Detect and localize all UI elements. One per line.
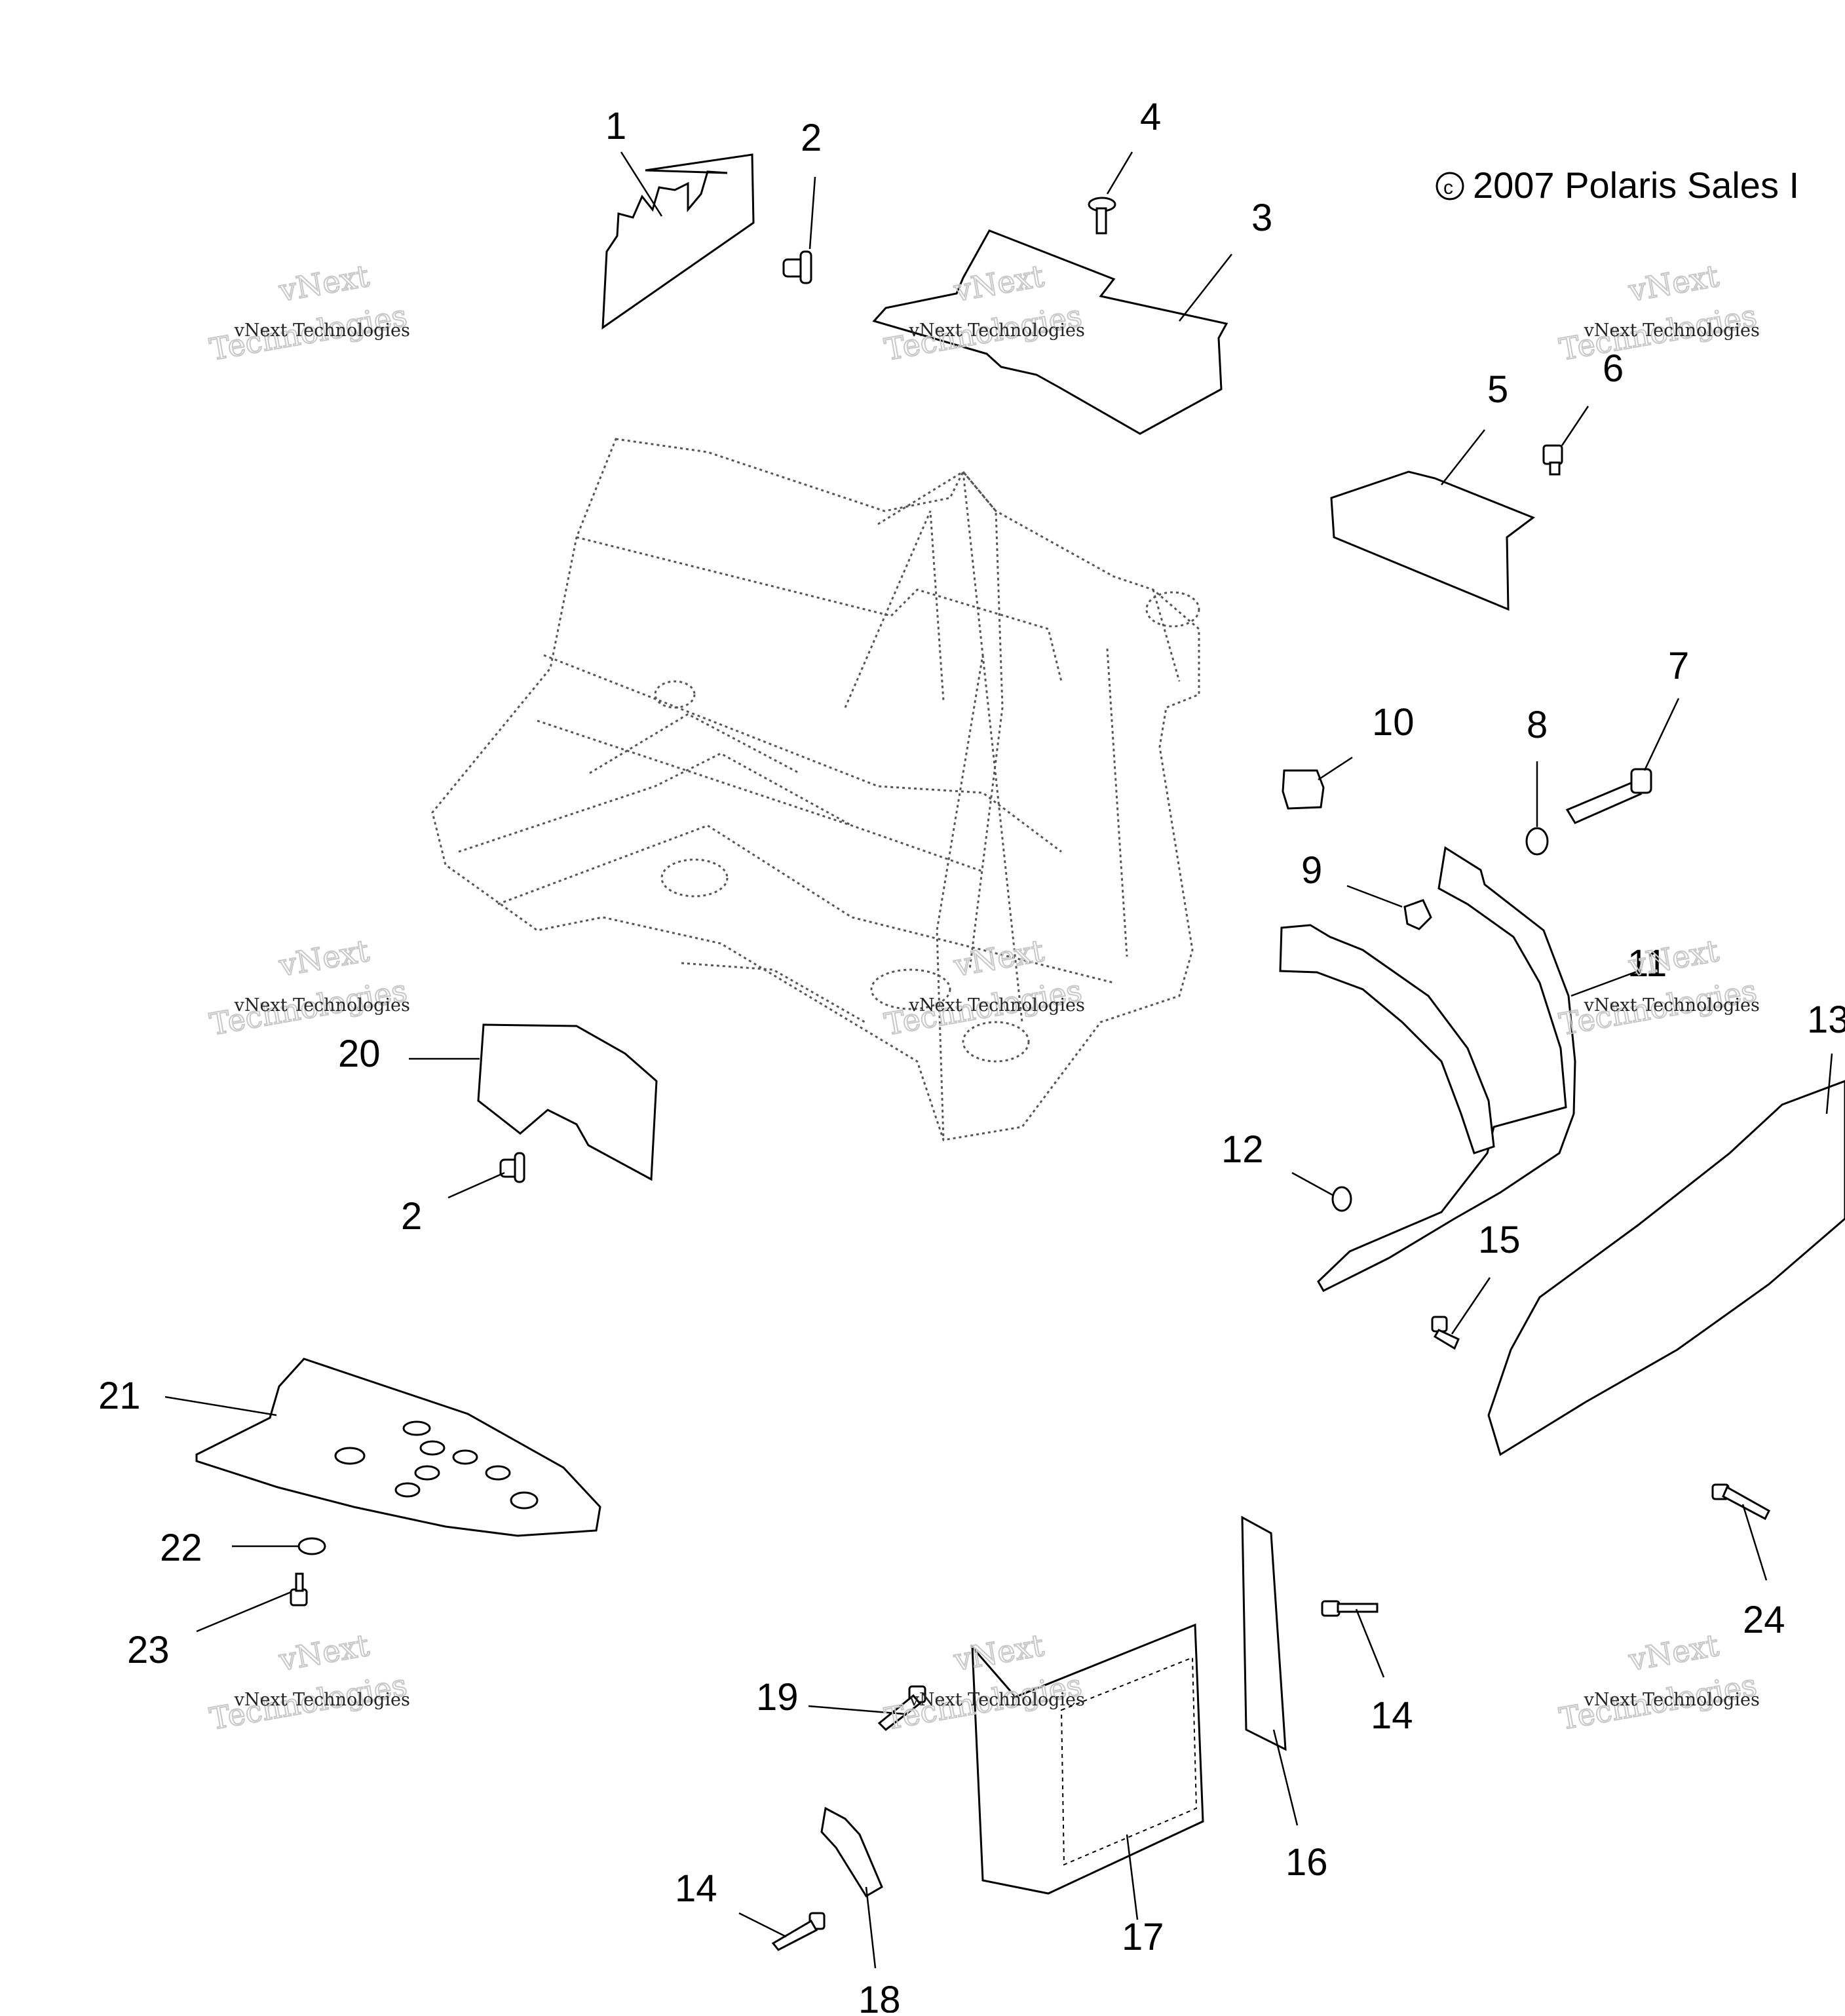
- part-13-skid-guard: [1487, 1080, 1845, 1456]
- copyright-text: 2007 Polaris Sales I: [1473, 164, 1799, 206]
- callout-14: 14: [1371, 1694, 1413, 1737]
- part-22-washer: [297, 1537, 326, 1555]
- svg-text:vNext: vNext: [276, 1627, 372, 1678]
- part-11-bumper-arm: [1317, 846, 1576, 1292]
- svg-text:vNext Technologies: vNext Technologies: [234, 320, 410, 341]
- part-23-bolt: [290, 1572, 308, 1607]
- callout-13: 13: [1807, 998, 1845, 1041]
- callout-17: 17: [1122, 1916, 1164, 1958]
- part-1-heat-shield: [601, 153, 755, 330]
- part-20-shield: [477, 1023, 658, 1181]
- watermark: vNext Technologies vNext Technologies: [206, 257, 410, 368]
- svg-text:vNext: vNext: [276, 258, 372, 309]
- svg-text:vNext: vNext: [1626, 933, 1722, 983]
- part-5-bracket: [1330, 470, 1536, 611]
- callout-16: 16: [1285, 1841, 1328, 1884]
- callout-5: 5: [1487, 368, 1508, 411]
- watermark: vNext Technologies vNext Technologies: [206, 932, 410, 1043]
- part-14-fastener-lower: [771, 1912, 826, 1951]
- svg-text:vNext Technologies: vNext Technologies: [234, 1690, 410, 1710]
- part-10-block: [1282, 769, 1325, 810]
- svg-text:vNext: vNext: [1626, 258, 1722, 309]
- part-12-washer: [1331, 1186, 1352, 1212]
- svg-text:vNext Technologies: vNext Technologies: [234, 995, 410, 1016]
- part-19-fastener: [877, 1685, 926, 1731]
- part-9-nut: [1403, 899, 1432, 930]
- callout-19: 19: [756, 1676, 799, 1719]
- part-21-skid-plate: [195, 1358, 601, 1537]
- part-15-bolt: [1431, 1316, 1460, 1350]
- callout-7: 7: [1668, 645, 1689, 687]
- vehicle-frame: [431, 438, 1200, 1141]
- part-11-bumper-arm-left: [1279, 924, 1495, 1154]
- callout-1: 1: [605, 105, 626, 147]
- svg-text:vNext: vNext: [951, 933, 1047, 983]
- svg-text:vNext Technologies: vNext Technologies: [909, 995, 1085, 1016]
- callout-21: 21: [98, 1375, 141, 1417]
- watermark: vNext Technologies vNext Technologies: [206, 1627, 410, 1738]
- watermark: vNext Technologies vNext Technologies: [1556, 1627, 1760, 1738]
- part-18-bracket: [820, 1806, 883, 1898]
- watermark: vNext Technologies vNext Technologies: [881, 932, 1085, 1043]
- callout-2-lower: 2: [401, 1195, 422, 1238]
- part-2-push-rivet-lower: [499, 1152, 525, 1183]
- part-2-push-rivet: [782, 250, 812, 284]
- callout-6: 6: [1603, 347, 1624, 390]
- callout-23: 23: [127, 1629, 170, 1671]
- part-24-fastener: [1711, 1483, 1770, 1521]
- callout-9: 9: [1301, 849, 1322, 892]
- part-14-fastener: [1321, 1600, 1379, 1617]
- leader-lines: [164, 151, 1833, 1969]
- copyright-notice: c 2007 Polaris Sales I: [1436, 164, 1799, 206]
- svg-text:vNext: vNext: [276, 933, 372, 983]
- callout-10: 10: [1372, 701, 1415, 744]
- svg-text:c: c: [1443, 177, 1453, 199]
- callout-15: 15: [1478, 1219, 1521, 1261]
- callout-4: 4: [1140, 96, 1161, 138]
- callout-3: 3: [1251, 197, 1272, 239]
- svg-text:vNext: vNext: [1626, 1627, 1722, 1678]
- callout-18: 18: [858, 1979, 901, 2013]
- part-17-grille: [971, 1623, 1204, 1895]
- svg-text:vNext Technologies: vNext Technologies: [909, 1690, 1085, 1710]
- callout-12: 12: [1221, 1128, 1264, 1171]
- svg-text:vNext Technologies: vNext Technologies: [1584, 320, 1760, 341]
- callout-24: 24: [1743, 1599, 1785, 1641]
- part-7-bolt: [1565, 768, 1652, 824]
- callout-20: 20: [338, 1033, 381, 1075]
- watermark: vNext Technologies vNext Technologies: [1556, 257, 1760, 368]
- callout-2: 2: [801, 117, 822, 159]
- svg-text:vNext Technologies: vNext Technologies: [909, 320, 1085, 341]
- callout-11: 11: [1627, 942, 1667, 985]
- watermark: vNext Technologies vNext Technologies: [1556, 932, 1760, 1043]
- svg-text:vNext Technologies: vNext Technologies: [1584, 995, 1760, 1016]
- part-16-strip: [1241, 1515, 1287, 1751]
- svg-text:vNext Technologies: vNext Technologies: [1584, 1690, 1760, 1710]
- part-6-bolt: [1542, 444, 1563, 476]
- svg-text:vNext: vNext: [951, 1627, 1047, 1678]
- part-8-washer: [1525, 827, 1549, 856]
- callout-22: 22: [160, 1527, 202, 1569]
- callout-numbers: 1 2 3 4 5 6 7 8 9 10 11 12 13 14 15 16 1…: [98, 96, 1845, 2016]
- callout-8: 8: [1527, 704, 1548, 746]
- callout-14-lower: 14: [675, 1867, 717, 1910]
- part-3-panel: [872, 229, 1228, 435]
- part-4-screw: [1088, 197, 1116, 235]
